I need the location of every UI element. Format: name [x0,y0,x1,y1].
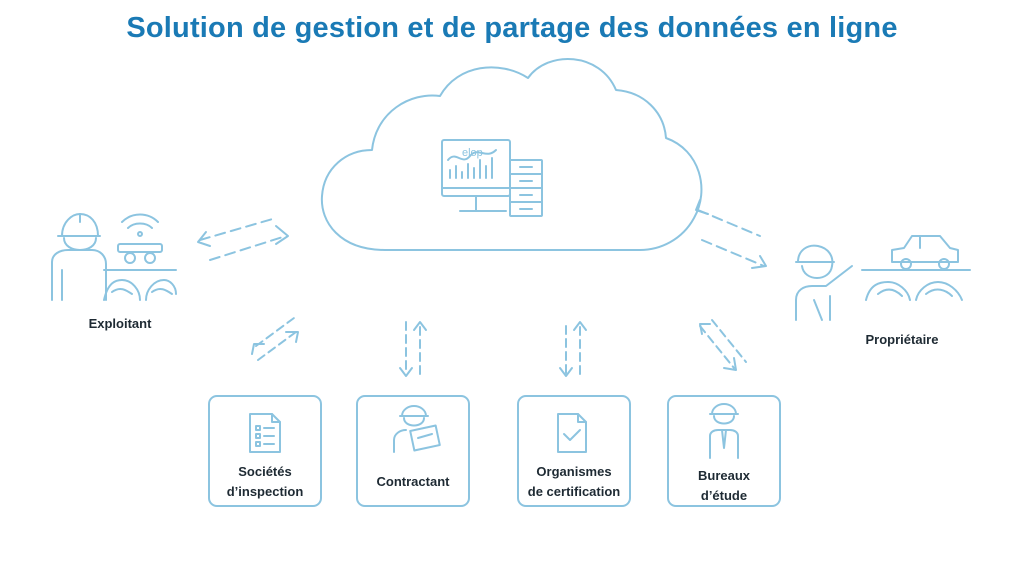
actor-label-exploitant: Exploitant [88,316,152,331]
arrow-left-actor [197,217,289,261]
box-label-certification: Organismes de certification [527,464,621,499]
cloud-icon [320,58,703,251]
actor-label-proprietaire: Propriétaire [865,332,939,347]
server-icon [509,159,543,217]
arrow-right-actor [695,199,767,269]
box-certification [517,395,631,507]
arrow-box-3 [559,321,587,377]
checklist-icon [249,413,281,453]
box-inspection [208,395,322,507]
owner-person-icon [795,244,853,321]
engineer-icon [709,403,739,459]
arrow-box-4 [699,319,747,371]
car-icon [891,235,959,270]
certified-document-icon [557,413,587,453]
box-label-contractant: Contractant [376,474,450,489]
box-label-inspection: Sociétés d’inspection [226,464,304,499]
page-title: Solution de gestion et de partage des do… [126,12,898,44]
bridge-icon [103,269,177,301]
worker-clipboard-icon [393,405,441,453]
monitor-icon [441,139,511,212]
bridge-icon [861,269,971,301]
box-bureaux [667,395,781,507]
box-contractant [356,395,470,507]
drone-robot-icon [117,213,163,264]
worker-helmet-icon [51,213,107,301]
arrow-box-1 [251,317,299,361]
arrow-box-2 [399,321,427,377]
box-label-bureaux: Bureaux d’étude [697,468,751,503]
cloud-logo-text: elop [462,147,483,159]
